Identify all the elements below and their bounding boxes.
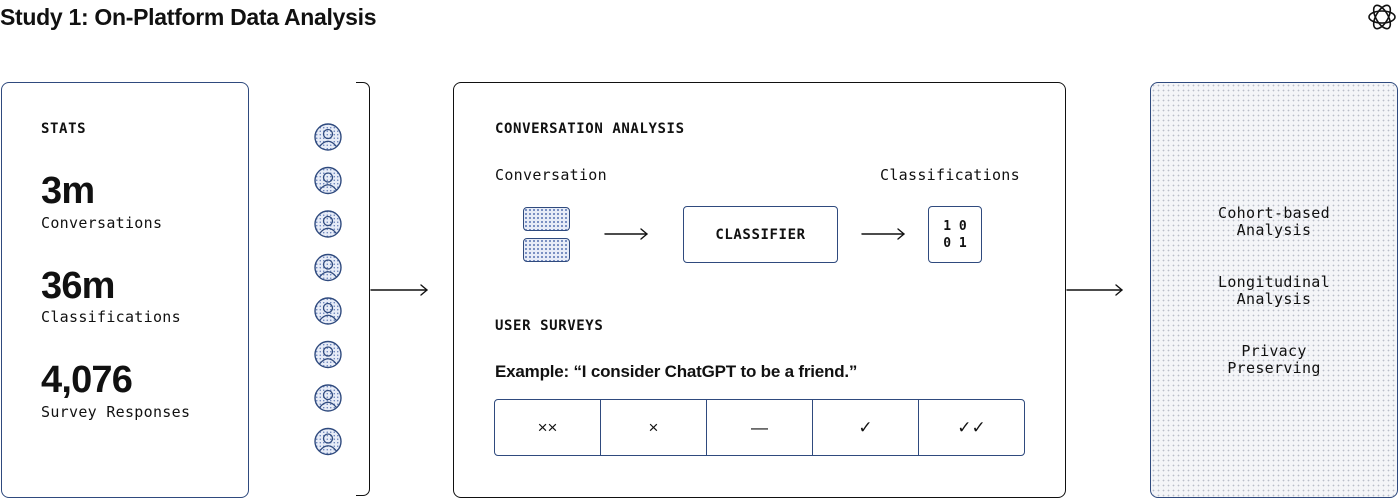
arrow-classifier-to-output-icon xyxy=(861,228,905,240)
user-surveys-heading: USER SURVEYS xyxy=(495,318,604,334)
openai-logo-icon xyxy=(1368,4,1396,30)
likert-strongly-agree: ✓✓ xyxy=(957,417,986,437)
arrow-conversation-to-classifier-icon xyxy=(604,228,648,240)
user-icon xyxy=(314,297,342,325)
outcome-line: Cohort-based xyxy=(1218,204,1330,222)
likert-disagree: × xyxy=(601,400,707,455)
conversation-message-icon xyxy=(523,238,570,262)
outcome-line: Preserving xyxy=(1227,359,1321,377)
stat-label-survey-responses: Survey Responses xyxy=(41,403,191,421)
stat-value-conversations: 3m xyxy=(41,170,95,212)
user-icon xyxy=(314,166,342,195)
likert-neutral: — xyxy=(707,400,813,455)
user-icon xyxy=(314,210,342,238)
stat-value-classifications: 36m xyxy=(41,265,115,307)
stats-panel xyxy=(1,82,249,498)
users-bracket xyxy=(356,82,370,496)
classification-output: 1 0 0 1 xyxy=(928,206,982,263)
likert-scale: ×× × — ✓ ✓✓ xyxy=(494,399,1025,456)
conversation-message-icon xyxy=(523,207,570,231)
conversation-analysis-heading: CONVERSATION ANALYSIS xyxy=(495,121,685,137)
outcome-cohort-based-analysis: Cohort-based Analysis xyxy=(1150,205,1398,239)
outcome-line: Privacy xyxy=(1241,342,1307,360)
classifier-box: CLASSIFIER xyxy=(683,206,838,263)
likert-agree: ✓ xyxy=(813,400,919,455)
stat-label-classifications: Classifications xyxy=(41,308,181,326)
arrow-analysis-to-outcomes-icon xyxy=(1066,284,1123,296)
binary-row: 0 1 xyxy=(943,235,967,251)
user-icon xyxy=(314,384,342,412)
user-icon xyxy=(314,340,342,369)
outcome-privacy-preserving: Privacy Preserving xyxy=(1150,343,1398,377)
stats-heading: STATS xyxy=(41,121,87,137)
stat-label-conversations: Conversations xyxy=(41,214,163,232)
user-icon xyxy=(314,123,342,151)
binary-row: 1 0 xyxy=(943,218,967,234)
outcome-line: Longitudinal xyxy=(1218,273,1330,291)
outcome-line: Analysis xyxy=(1236,221,1312,239)
outcome-longitudinal-analysis: Longitudinal Analysis xyxy=(1150,274,1398,308)
user-icon xyxy=(314,427,342,456)
likert-strongly-disagree: ×× xyxy=(495,400,601,455)
classifications-label: Classifications xyxy=(880,166,1020,184)
conversation-label: Conversation xyxy=(495,166,607,184)
outcomes-panel xyxy=(1150,82,1398,498)
arrow-users-to-analysis-icon xyxy=(370,284,428,296)
outcome-line: Analysis xyxy=(1236,290,1312,308)
stat-value-survey-responses: 4,076 xyxy=(41,359,133,401)
survey-example: Example: “I consider ChatGPT to be a fri… xyxy=(495,362,858,381)
user-icon xyxy=(314,253,342,282)
page-title: Study 1: On-Platform Data Analysis xyxy=(0,4,377,30)
